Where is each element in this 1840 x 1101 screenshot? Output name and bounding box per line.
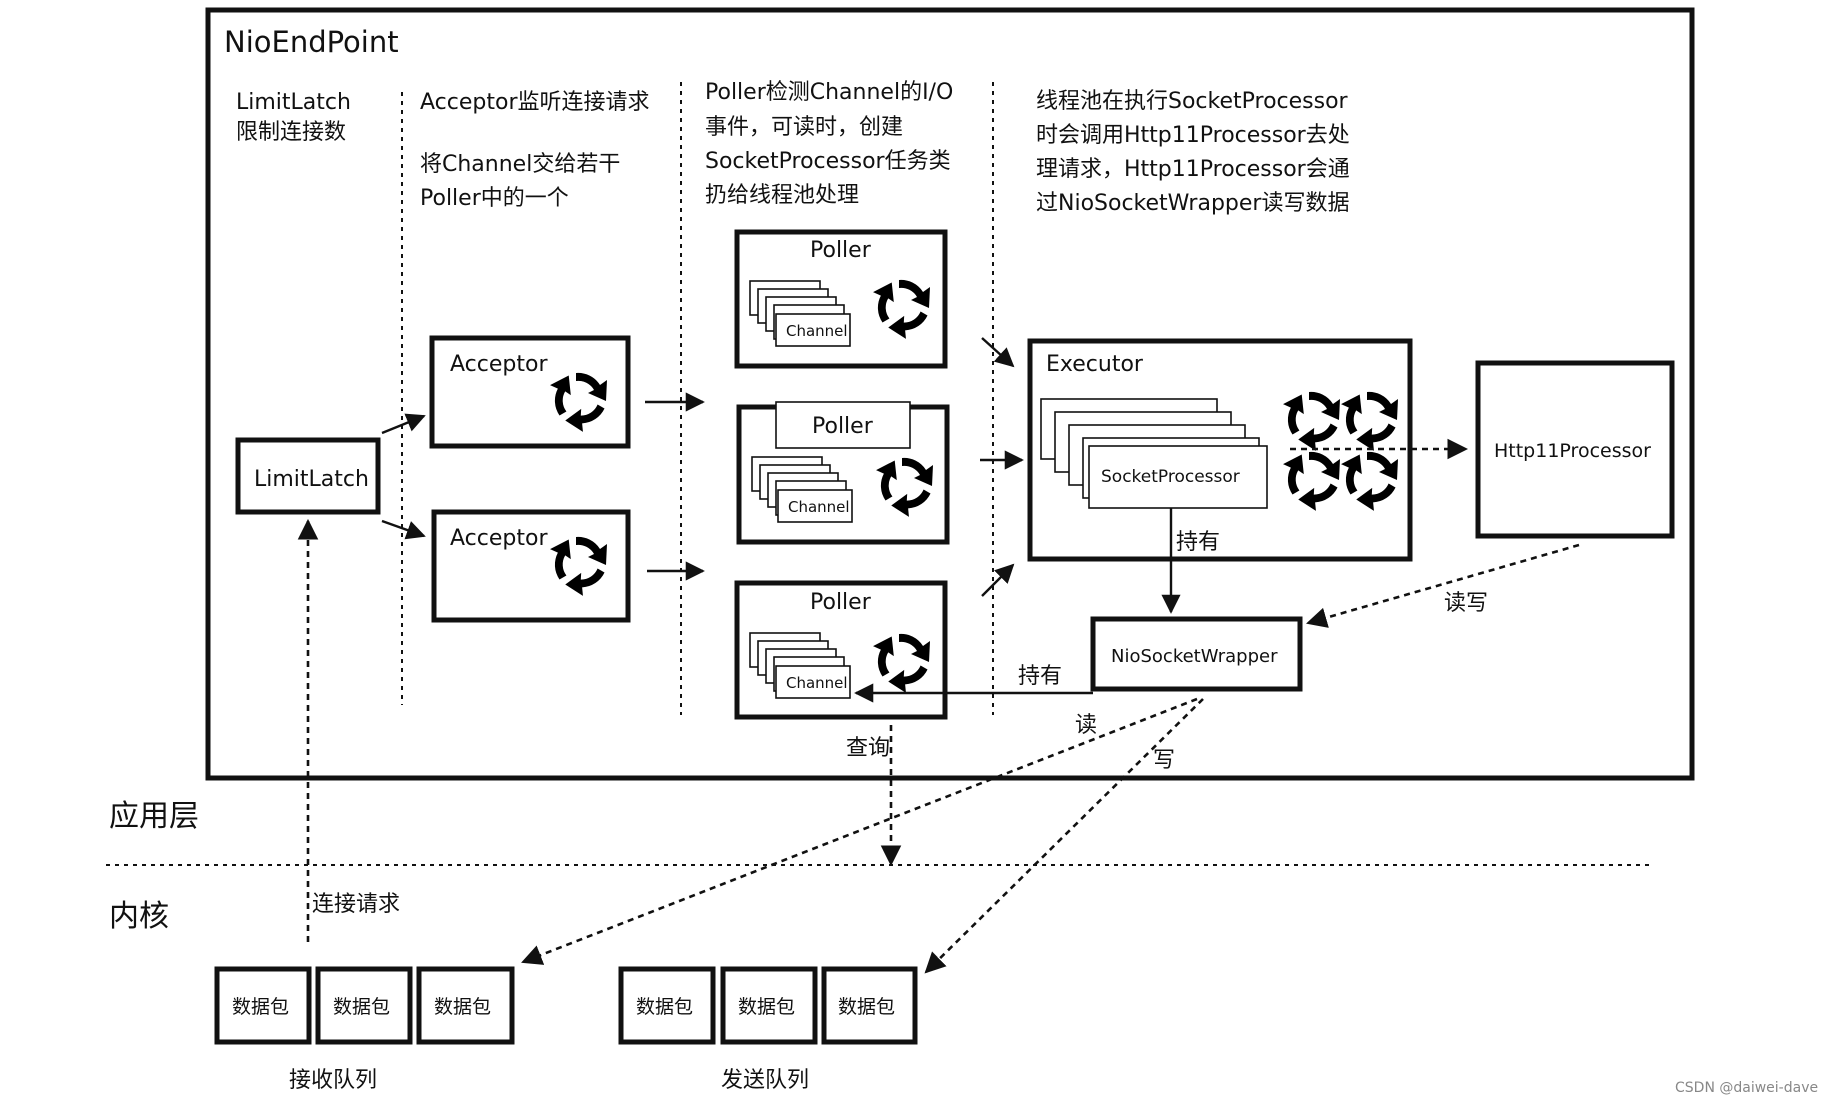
socketprocessor-label: SocketProcessor — [1101, 467, 1240, 487]
channel-label-1: Channel — [786, 322, 848, 340]
arrow-limitlatch-to-acceptor-1 — [381, 413, 426, 435]
packet-label: 数据包 — [838, 996, 895, 1018]
limitlatch-description: LimitLatch 限制连接数 — [236, 90, 358, 145]
packet-label: 数据包 — [333, 996, 390, 1018]
packet-label: 数据包 — [738, 996, 795, 1018]
packet-label: 数据包 — [232, 996, 289, 1018]
socketprocessor-box — [1088, 445, 1268, 509]
connect-request-label: 连接请求 — [312, 892, 400, 917]
kernel-layer-label: 内核 — [109, 899, 169, 934]
http11processor-label: Http11Processor — [1494, 440, 1651, 462]
readwrite-label: 读写 — [1444, 591, 1488, 616]
executor-description: 线程池在执行SocketProcessor 时会调用Http11Processo… — [1036, 89, 1357, 216]
channel-label-3: Channel — [786, 674, 848, 692]
poller-header-box — [775, 401, 911, 449]
arrow-poller-1-to-executor — [981, 337, 1015, 368]
receive-queue-label: 接收队列 — [289, 1068, 377, 1093]
hold-label-2: 持有 — [1018, 664, 1062, 689]
packet-box — [214, 966, 312, 1045]
executor-label: Executor — [1046, 352, 1144, 377]
channel-box-1 — [775, 313, 851, 347]
arrow-write-to-send-queue — [924, 698, 1204, 974]
channel-label-2: Channel — [788, 498, 850, 516]
packet-box — [618, 966, 716, 1045]
read-label: 读 — [1075, 713, 1097, 738]
packet-box — [315, 966, 413, 1045]
nioendpoint-title: NioEndPoint — [224, 25, 399, 59]
channel-box-2 — [777, 489, 853, 523]
niosocketwrapper-label: NioSocketWrapper — [1111, 646, 1278, 667]
niosocketwrapper-box — [1090, 616, 1303, 692]
query-label: 查询 — [846, 736, 890, 761]
arrow-poller-3-to-executor — [981, 563, 1015, 597]
limitlatch-box — [235, 437, 381, 515]
poller-label-1: Poller — [810, 238, 872, 263]
acceptor-box-2 — [431, 509, 631, 623]
hold-label-1: 持有 — [1176, 530, 1220, 555]
packet-box — [821, 966, 918, 1045]
write-label: 写 — [1153, 748, 1175, 773]
nioendpoint-frame — [205, 7, 1695, 781]
packet-label: 数据包 — [636, 996, 693, 1018]
channel-box-3 — [775, 665, 851, 699]
packet-box — [416, 966, 515, 1045]
send-queue-label: 发送队列 — [721, 1068, 809, 1093]
acceptor-description: Acceptor监听连接请求 将Channel交给若干 Poller中的一个 — [420, 90, 657, 211]
watermark: CSDN @daiwei-dave — [1675, 1080, 1818, 1096]
http11processor-box — [1475, 360, 1675, 539]
poller-label-3: Poller — [810, 590, 872, 615]
acceptor-label-1: Acceptor — [450, 352, 548, 377]
arrow-limitlatch-to-acceptor-2 — [381, 519, 426, 540]
packet-label: 数据包 — [434, 996, 491, 1018]
arrow-http11-to-wrapper — [1306, 543, 1580, 628]
limitlatch-label: LimitLatch — [254, 467, 369, 492]
poller-description: Poller检测Channel的I/O 事件，可读时，创建 SocketProc… — [705, 80, 960, 208]
acceptor-label-2: Acceptor — [450, 526, 548, 551]
poller-label-2: Poller — [812, 414, 874, 439]
app-layer-label: 应用层 — [109, 799, 199, 834]
packet-box — [720, 966, 818, 1045]
